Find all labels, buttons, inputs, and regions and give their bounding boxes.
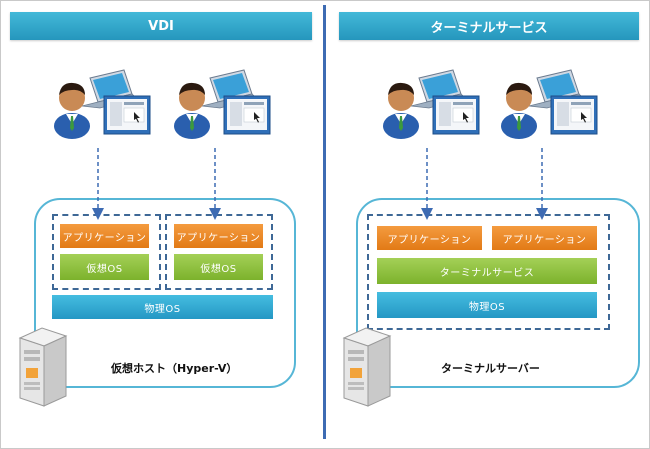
user-with-computer-icon <box>381 62 485 142</box>
left-physical-os-label: 物理OS <box>144 303 181 315</box>
right-physical-os-block: 物理OS <box>377 292 597 318</box>
terminal-service-label: ターミナルサービス <box>439 267 535 279</box>
ts-application-block-2: アプリケーション <box>492 226 597 250</box>
ts-application-label-2: アプリケーション <box>502 234 587 246</box>
vm2-guest-os-block: 仮想OS <box>174 254 263 280</box>
vm1-application-block: アプリケーション <box>60 224 149 248</box>
vm1-guest-os-label: 仮想OS <box>86 263 123 275</box>
ts-application-block-1: アプリケーション <box>377 226 482 250</box>
right-physical-os-label: 物理OS <box>468 301 506 313</box>
vdi-header: VDI <box>10 12 312 40</box>
server-tower-icon <box>336 324 392 410</box>
user-with-computer-icon <box>499 62 603 142</box>
terminal-service-title: ターミナルサービス <box>430 20 548 36</box>
vm-boundary-1 <box>52 214 161 290</box>
vm1-guest-os-block: 仮想OS <box>60 254 149 280</box>
terminal-service-boundary <box>367 214 610 330</box>
vdi-title: VDI <box>148 18 174 34</box>
vm1-application-label: アプリケーション <box>62 232 147 244</box>
left-physical-os-block: 物理OS <box>52 295 273 319</box>
user-with-computer-icon <box>172 62 276 142</box>
ts-application-label-1: アプリケーション <box>387 234 472 246</box>
vm2-guest-os-label: 仮想OS <box>200 263 237 275</box>
section-divider <box>323 5 326 439</box>
terminal-service-block: ターミナルサービス <box>377 258 597 284</box>
virtual-host-label: 仮想ホスト（Hyper-V） <box>111 362 238 375</box>
user-with-computer-icon <box>52 62 156 142</box>
terminal-service-header: ターミナルサービス <box>339 12 639 40</box>
terminal-server-label: ターミナルサーバー <box>441 362 540 375</box>
server-tower-icon <box>12 324 68 410</box>
vm2-application-block: アプリケーション <box>174 224 263 248</box>
vm2-application-label: アプリケーション <box>176 232 261 244</box>
